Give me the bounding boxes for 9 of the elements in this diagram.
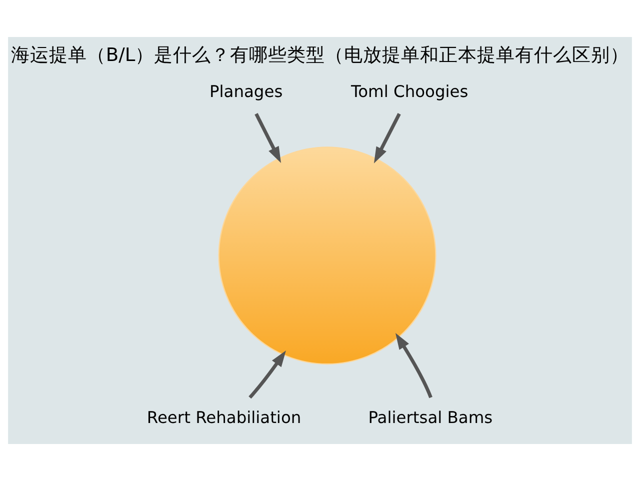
arrow bbox=[395, 332, 432, 398]
node-text: Planages bbox=[209, 81, 283, 100]
arrow bbox=[248, 350, 286, 398]
diagram-title: 海运提单（B/L）是什么？有哪些类型（电放提单和正本提单有什么区别） bbox=[10, 44, 630, 66]
arrow bbox=[254, 112, 282, 162]
node-text: Toml Choogies bbox=[350, 81, 468, 100]
arrow bbox=[374, 112, 401, 163]
node-text: Reert Rehabiliation bbox=[146, 407, 302, 426]
node-text: Paliertsal Bams bbox=[368, 407, 493, 426]
